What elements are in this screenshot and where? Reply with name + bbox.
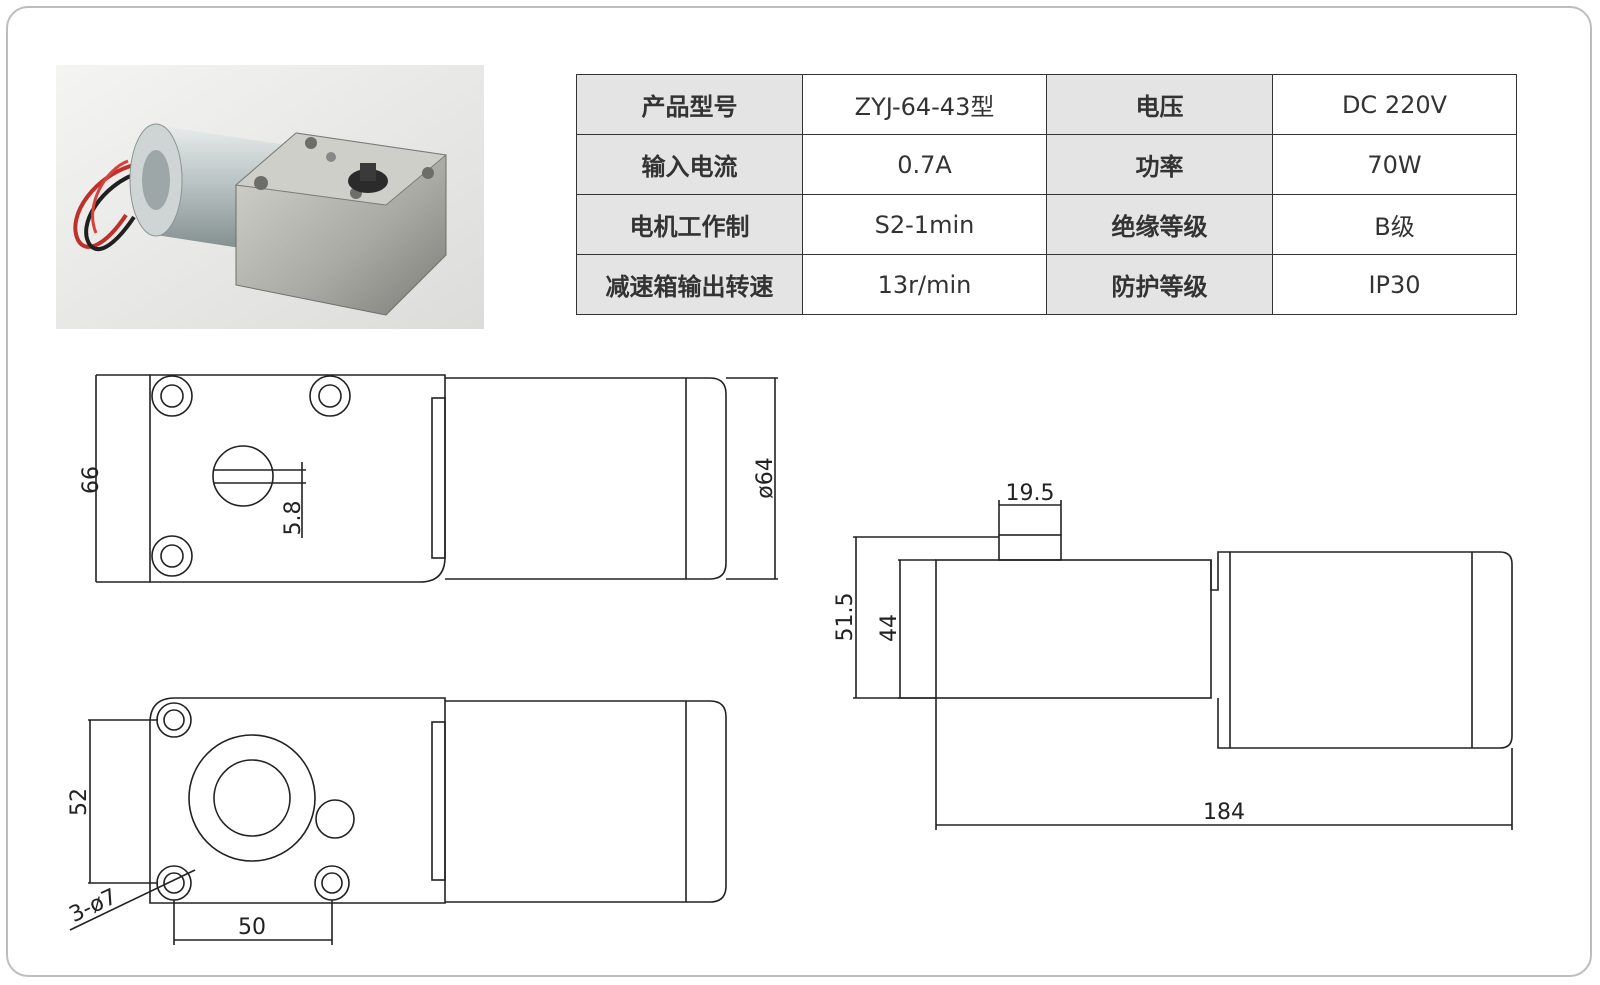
dim-label-44: 44 (877, 614, 902, 642)
gearbox-outline (935, 559, 1212, 699)
spec-table: 产品型号 ZYJ-64-43型 电压 DC 220V 输入电流 0.7A 功率 … (576, 74, 1517, 315)
mount-hole (151, 375, 193, 417)
mount-hole (156, 865, 192, 901)
dim-label-phi64: ø64 (753, 457, 778, 498)
output-boss (188, 734, 316, 862)
leader-line (69, 869, 196, 931)
dim-label-51-5: 51.5 (833, 593, 858, 642)
motor-outline (445, 700, 727, 903)
spec-value: S2-1min (802, 194, 1047, 255)
front-view-bottom (69, 697, 727, 945)
mount-hole (163, 709, 185, 731)
spec-value: IP30 (1272, 254, 1517, 315)
spec-label: 电压 (1046, 74, 1273, 135)
mount-hole (321, 872, 343, 894)
spec-value: ZYJ-64-43型 (802, 74, 1047, 135)
output-boss (213, 759, 291, 837)
shaft-outline (998, 534, 1062, 561)
mount-hole (163, 872, 185, 894)
dim-label-19-5: 19.5 (1006, 481, 1055, 506)
mount-hole (160, 384, 184, 408)
table-row: 输入电流 0.7A 功率 70W (576, 134, 1517, 195)
flange-slot (431, 721, 446, 881)
gearbox-outline (149, 374, 446, 583)
motor-outline (445, 377, 727, 580)
spec-value: B级 (1272, 194, 1517, 255)
front-view-top (95, 374, 778, 583)
product-photo (56, 65, 484, 329)
mount-hole (156, 702, 192, 738)
spec-label: 减速箱输出转速 (576, 254, 803, 315)
mount-hole (160, 544, 184, 568)
spec-label: 防护等级 (1046, 254, 1273, 315)
dim-label-50: 50 (238, 915, 266, 940)
spec-value: 0.7A (802, 134, 1047, 195)
output-shaft (212, 445, 274, 507)
mount-hole (151, 535, 193, 577)
mount-hole (309, 375, 351, 417)
motor-outline (1230, 551, 1513, 749)
table-row: 电机工作制 S2-1min 绝缘等级 B级 (576, 194, 1517, 255)
locating-pin (315, 799, 355, 839)
dim-label-5-8: 5.8 (281, 501, 306, 536)
spec-value: 13r/min (802, 254, 1047, 315)
flange-outline (1210, 551, 1231, 749)
table-row: 减速箱输出转速 13r/min 防护等级 IP30 (576, 254, 1517, 315)
mount-hole (314, 865, 350, 901)
mount-hole (318, 384, 342, 408)
spec-label: 产品型号 (576, 74, 803, 135)
gearbox-outline (149, 697, 446, 904)
spec-label: 电机工作制 (576, 194, 803, 255)
spec-value: DC 220V (1272, 74, 1517, 135)
dim-label-3-phi7: 3-ø7 (66, 884, 121, 928)
spec-label: 输入电流 (576, 134, 803, 195)
spec-label: 功率 (1046, 134, 1273, 195)
dim-label-66: 66 (79, 466, 104, 494)
table-row: 产品型号 ZYJ-64-43型 电压 DC 220V (576, 74, 1517, 135)
flange-slot (431, 397, 446, 559)
dim-label-184: 184 (1203, 800, 1245, 825)
dim-label-52: 52 (67, 788, 92, 816)
spec-value: 70W (1272, 134, 1517, 195)
side-view (853, 500, 1513, 830)
